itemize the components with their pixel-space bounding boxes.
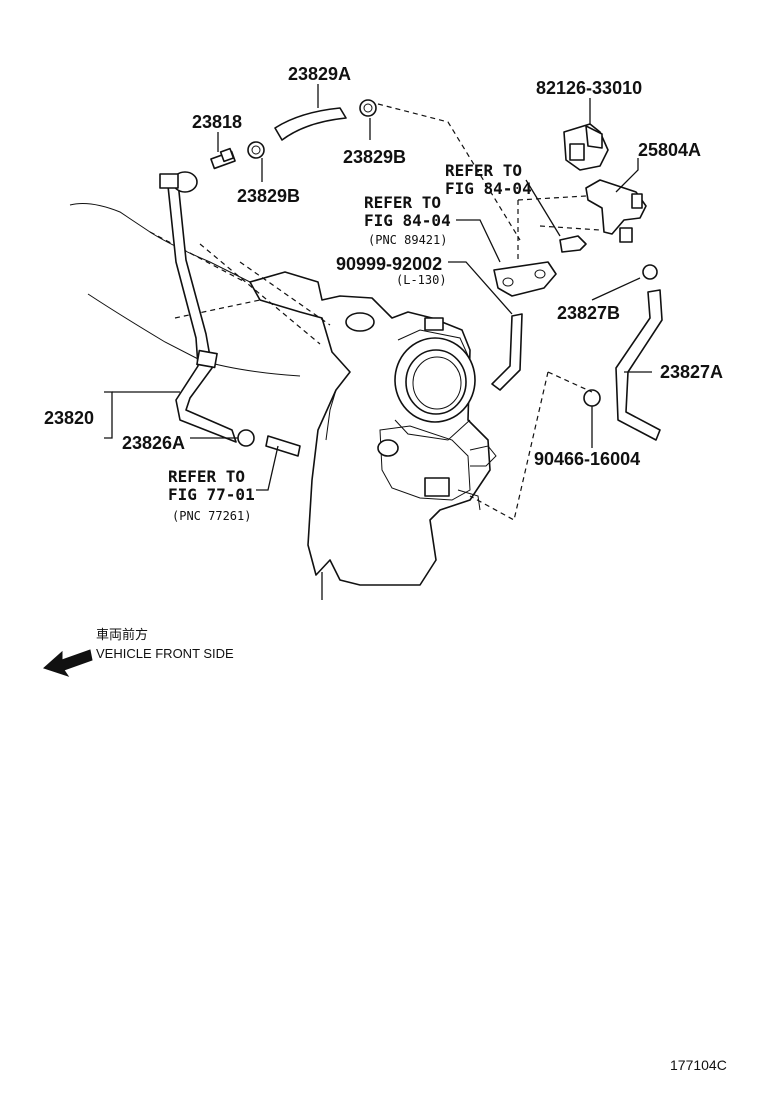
clamp-23829B-left bbox=[247, 141, 265, 159]
diagram-code: 177104C bbox=[670, 1057, 727, 1073]
front-arrow-icon bbox=[43, 649, 93, 677]
ref1-line1: REFER TO bbox=[445, 161, 522, 180]
label-23827B: 23827B bbox=[557, 303, 620, 323]
ref2-pnc: (PNC 89421) bbox=[368, 233, 447, 247]
fitting-23818 bbox=[210, 147, 236, 170]
front-label-english: VEHICLE FRONT SIDE bbox=[96, 646, 234, 661]
hose-small-center bbox=[491, 313, 523, 391]
front-label-japanese: 車両前方 bbox=[96, 627, 148, 642]
clamp-23826A bbox=[237, 429, 255, 447]
label-23829B-left: 23829B bbox=[237, 186, 300, 206]
dashed-connections bbox=[199, 103, 601, 521]
hose-23820 bbox=[159, 171, 237, 443]
bracket bbox=[493, 261, 557, 297]
ref3-pnc: (PNC 77261) bbox=[172, 509, 251, 523]
label-23820: 23820 bbox=[44, 408, 94, 428]
label-90999-sub: (L-130) bbox=[396, 273, 447, 287]
label-25804A: 25804A bbox=[638, 140, 701, 160]
clamp-23829B-top bbox=[359, 99, 377, 117]
hose-23829A bbox=[274, 107, 347, 141]
ref2-line2: FIG 84-04 bbox=[364, 211, 451, 230]
ref3-line2: FIG 77-01 bbox=[168, 485, 255, 504]
ref3-line1: REFER TO bbox=[168, 467, 245, 486]
bolt bbox=[559, 235, 587, 253]
label-23829A: 23829A bbox=[288, 64, 351, 84]
label-82126-33010: 82126-33010 bbox=[536, 78, 642, 98]
clamp-90466-16004 bbox=[583, 389, 601, 407]
vsv-25804A bbox=[585, 179, 647, 243]
connector-82126-33010 bbox=[563, 123, 609, 171]
label-90999-92002: 90999-92002 bbox=[336, 254, 442, 274]
label-90466-16004: 90466-16004 bbox=[534, 449, 640, 469]
vehicle-front-indicator: 車両前方 VEHICLE FRONT SIDE bbox=[43, 627, 234, 677]
label-23829B-top: 23829B bbox=[343, 147, 406, 167]
label-23818: 23818 bbox=[192, 112, 242, 132]
engine-intake-assembly bbox=[69, 203, 497, 600]
hose-23827A bbox=[615, 289, 663, 441]
leader-lines bbox=[104, 84, 652, 491]
ref2-line1: REFER TO bbox=[364, 193, 441, 212]
label-23827A: 23827A bbox=[660, 362, 723, 382]
ref1-line2: FIG 84-04 bbox=[445, 179, 532, 198]
label-23826A: 23826A bbox=[122, 433, 185, 453]
hose-small-left bbox=[265, 435, 301, 457]
clamp-23827B bbox=[642, 264, 658, 280]
